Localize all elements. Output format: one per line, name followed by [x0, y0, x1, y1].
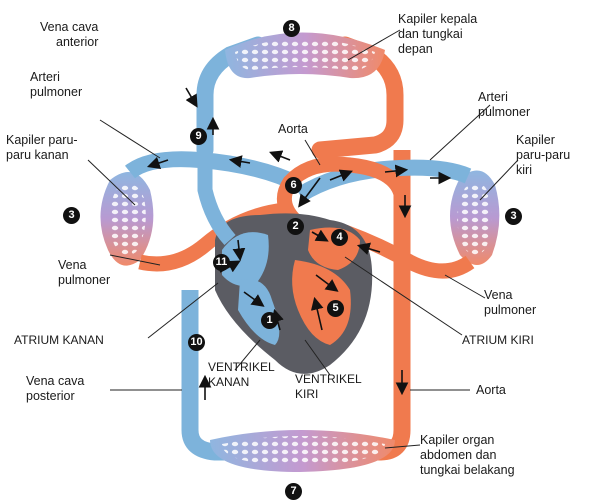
- marker-9: 9: [190, 128, 207, 145]
- label-vena-pulmoner-kiri: Vena pulmoner: [484, 288, 536, 318]
- marker-4: 4: [331, 229, 348, 246]
- label-ventrikel-kanan: VENTRIKEL KANAN: [208, 360, 275, 390]
- label-atrium-kanan: ATRIUM KANAN: [14, 333, 104, 348]
- label-vena-cava-posterior: Vena cava posterior: [26, 374, 84, 404]
- label-kapiler-organ: Kapiler organ abdomen dan tungkai belaka…: [420, 433, 515, 478]
- marker-7: 8: [283, 20, 300, 37]
- marker-10: 10: [188, 334, 205, 351]
- marker-8: 7: [285, 483, 302, 500]
- label-arteri-pulmoner-kiri: Arteri pulmoner: [478, 90, 530, 120]
- marker-3-left-lung: 3: [505, 208, 522, 225]
- label-kapiler-paru-kanan: Kapiler paru- paru kanan: [6, 133, 78, 163]
- label-aorta-top: Aorta: [278, 122, 308, 137]
- label-aorta-bottom: Aorta: [476, 383, 506, 398]
- marker-6: 6: [285, 177, 302, 194]
- label-arteri-pulmoner-kanan: Arteri pulmoner: [30, 70, 82, 100]
- marker-2: 2: [287, 218, 304, 235]
- marker-11: 11: [213, 254, 230, 271]
- pulmonary-artery-right: [130, 159, 300, 185]
- marker-1: 1: [261, 312, 278, 329]
- label-kapiler-paru-kiri: Kapiler paru-paru kiri: [516, 133, 570, 178]
- marker-5: 5: [327, 300, 344, 317]
- label-ventrikel-kiri: VENTRIKEL KIRI: [295, 372, 362, 402]
- label-vena-cava-anterior: Vena cava anterior: [40, 20, 98, 50]
- label-kapiler-kepala: Kapiler kepala dan tungkai depan: [398, 12, 477, 57]
- label-vena-pulmoner-kanan: Vena pulmoner: [58, 258, 110, 288]
- label-atrium-kiri: ATRIUM KIRI: [462, 333, 534, 348]
- marker-3-right-lung: 3: [63, 207, 80, 224]
